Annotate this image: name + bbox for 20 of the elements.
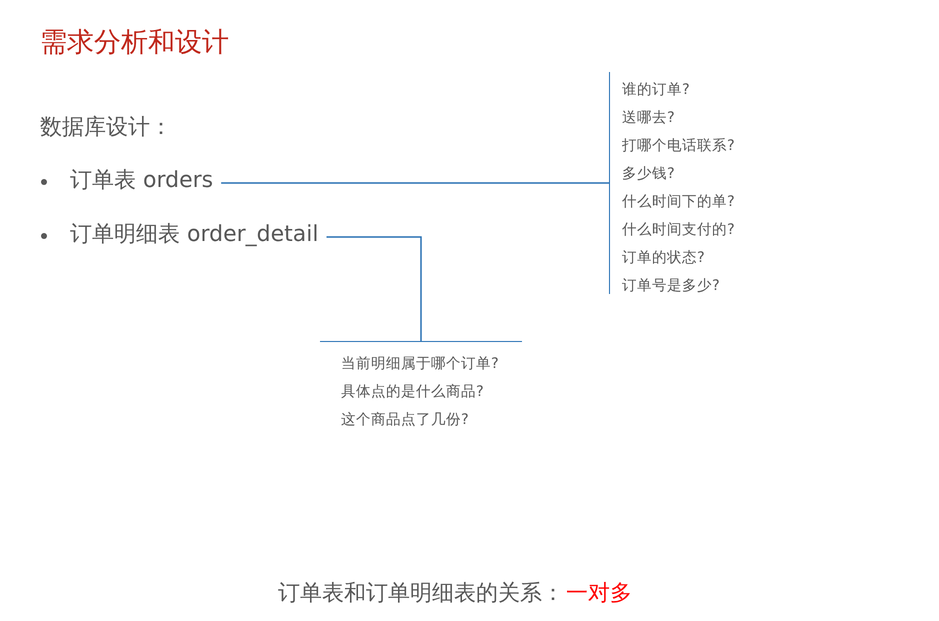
question-text: 打哪个电话联系? <box>622 137 735 156</box>
question-text: 这个商品点了几份? <box>341 410 470 430</box>
label-text: 订单表和订单明细表的关系： <box>278 580 564 608</box>
slide-title: 需求分析和设计 <box>40 26 229 60</box>
connector-line <box>221 182 609 184</box>
label-text: 数据库设计： <box>40 114 172 142</box>
question-text: 具体点的是什么商品? <box>341 382 485 402</box>
question-text: 送哪去? <box>622 109 676 128</box>
item-text: 订单明细表 order_detail <box>70 221 318 249</box>
question-text: 订单的状态? <box>622 249 706 268</box>
question-text: 订单号是多少? <box>622 277 721 296</box>
question-text: 多少钱? <box>622 165 676 184</box>
question-text: 当前明细属于哪个订单? <box>341 355 500 374</box>
bracket-group <box>609 72 735 294</box>
connector-line <box>326 236 422 341</box>
question-text: 谁的订单? <box>622 81 691 100</box>
label-text: 一对多 <box>566 580 632 608</box>
question-text: 什么时间下的单? <box>622 193 735 212</box>
item-text: 订单表 orders <box>70 167 214 195</box>
question-text: 什么时间支付的? <box>622 221 735 240</box>
